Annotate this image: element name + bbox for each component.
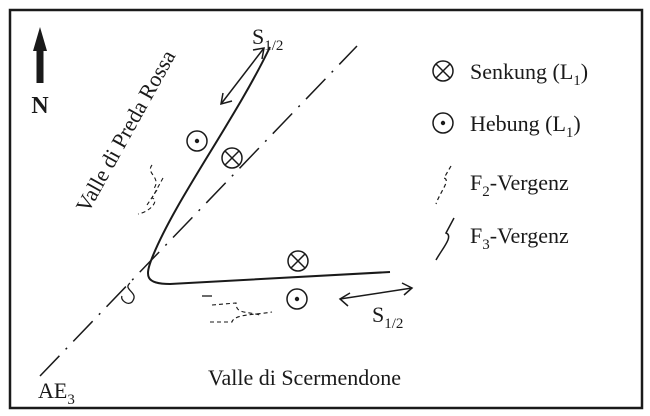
north-arrow: N <box>31 27 49 119</box>
legend-label-hebung: Hebung (L1) <box>470 111 581 141</box>
cross-circle-icon <box>432 60 454 82</box>
f3-squiggle-icon <box>435 217 455 261</box>
f3-vergenz-marks-map <box>121 282 212 304</box>
legend-label-f3-vergenz: F3-Vergenz <box>470 223 569 253</box>
legend-item-f2-vergenz: F2-Vergenz <box>435 165 569 205</box>
f2-vergenz-marks-map <box>137 164 273 323</box>
north-arrow-shaft <box>36 50 44 83</box>
legend-item-hebung: Hebung (L1) <box>432 111 581 141</box>
s12-label-lower: S1/2 <box>372 302 403 332</box>
legend-item-f3-vergenz: F3-Vergenz <box>435 217 569 261</box>
north-arrow-head-icon <box>33 27 47 51</box>
senkung-symbol-lower <box>287 250 309 272</box>
valley-preda-rossa-label: Valle di Preda Rossa <box>71 45 181 216</box>
fold-trace-s12 <box>147 46 391 286</box>
legend: Senkung (L1) Hebung (L1) F2-Vergenz F3-V… <box>432 59 588 261</box>
double-arrow-upper <box>220 47 265 106</box>
north-label: N <box>31 93 49 119</box>
double-arrow-lower <box>338 282 414 307</box>
legend-label-f2-vergenz: F2-Vergenz <box>470 170 569 200</box>
axis-ae3-label: AE3 <box>38 378 75 408</box>
hebung-symbol-upper <box>186 130 208 152</box>
map-frame <box>8 8 644 410</box>
hebung-symbol-lower <box>286 288 308 310</box>
legend-item-senkung: Senkung (L1) <box>432 59 588 89</box>
s12-label-upper: S1/2 <box>252 24 283 54</box>
legend-label-senkung: Senkung (L1) <box>470 59 588 89</box>
f2-squiggle-icon <box>435 165 452 205</box>
dot-circle-icon <box>432 112 454 134</box>
senkung-symbol-upper <box>221 147 243 169</box>
valley-scermendone-label: Valle di Scermendone <box>208 365 401 390</box>
